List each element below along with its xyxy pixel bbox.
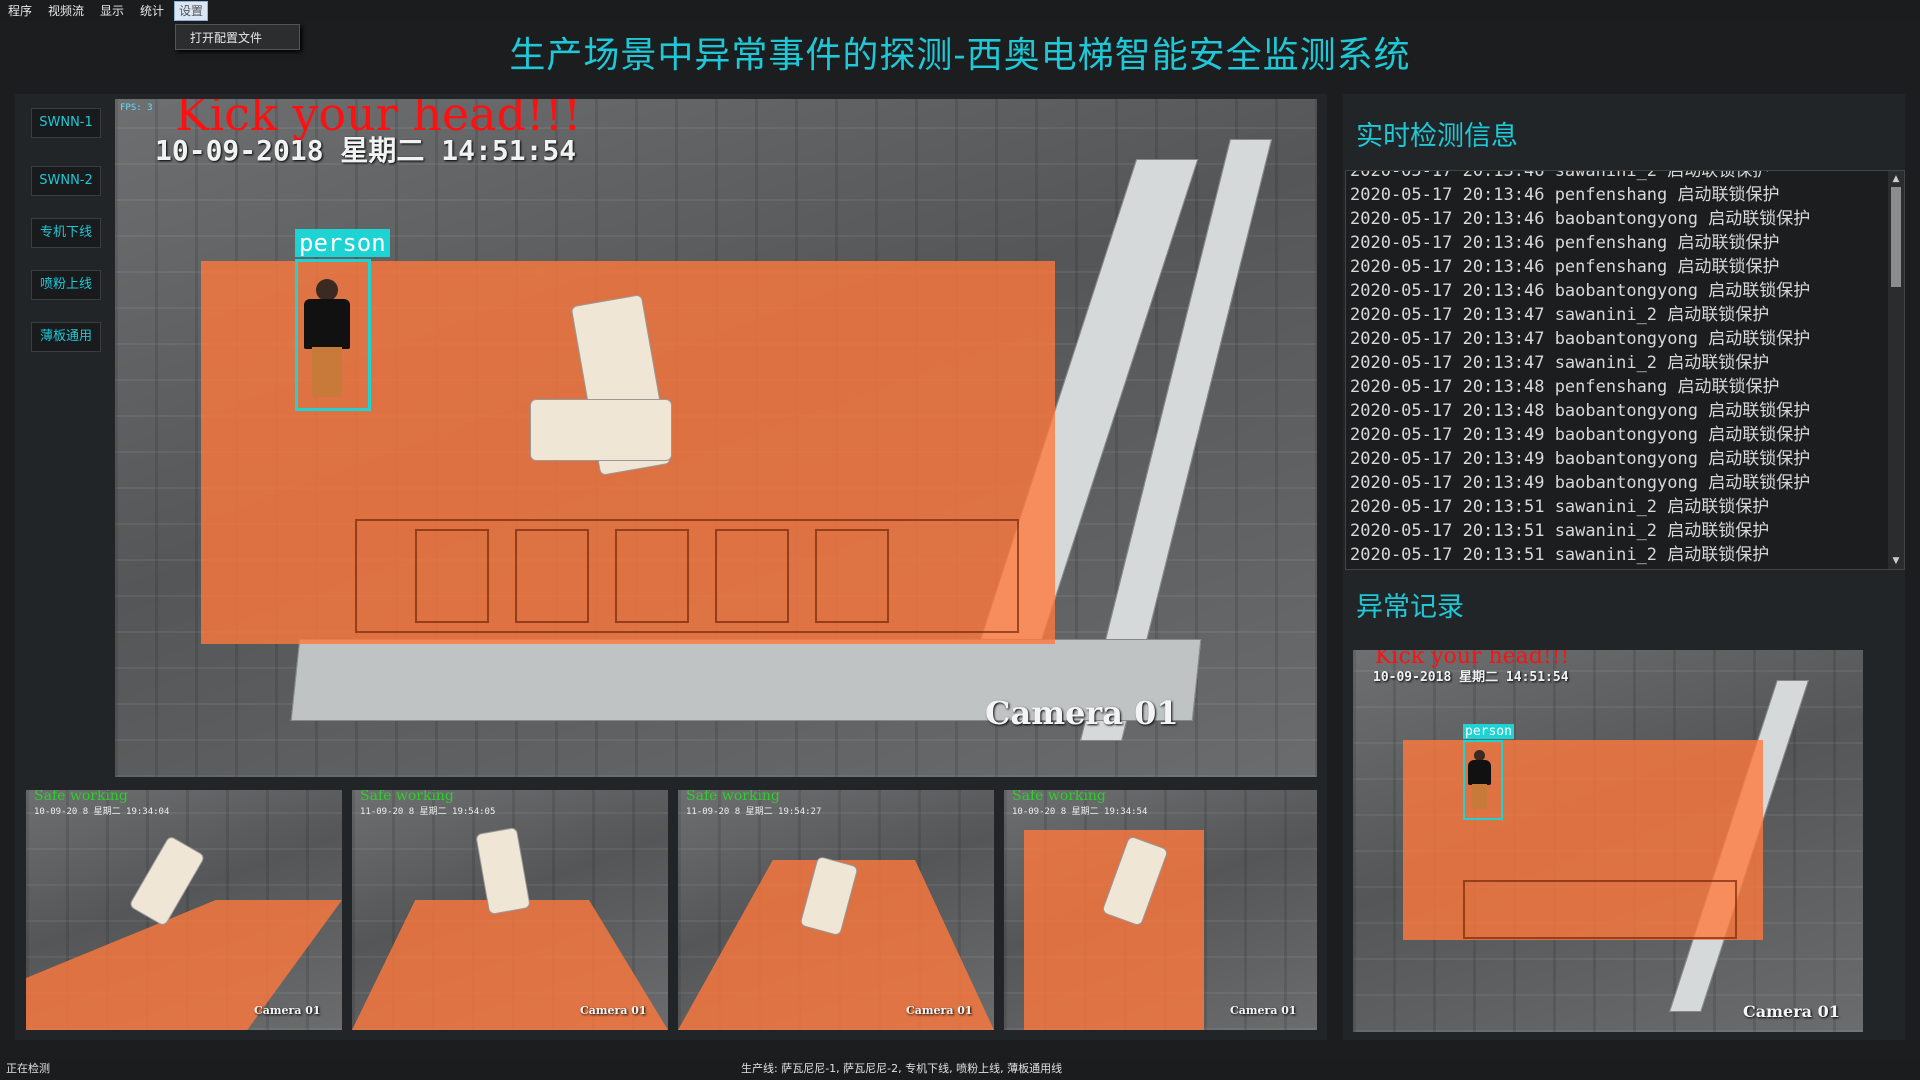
sidebar-button-special-offline[interactable]: 专机下线 [31,218,101,248]
thumbnail-feed-1[interactable]: Safe working 10-09-20 8 星期二 19:34:04 Cam… [26,790,342,1030]
rack-slot [815,529,889,623]
log-scrollbar[interactable]: ▲ ▼ [1888,171,1904,569]
log-entry: 2020-05-17 20:13:47 sawanini_2 启动联锁保护 [1350,353,1770,373]
realtime-info-title: 实时检测信息 [1356,121,1518,152]
sidebar-button-powder-online[interactable]: 喷粉上线 [31,270,101,300]
anomaly-snapshot[interactable]: person Kick your head!!! 10-09-2018 星期二 … [1353,650,1863,1032]
safe-status: Safe working [686,790,780,804]
menu-program[interactable]: 程序 [8,4,33,18]
log-entry: 2020-05-17 20:13:51 sawanini_2 启动联锁保护 [1350,545,1770,565]
realtime-log-list: 2020-05-17 20:13:46 sawanini_2 启动联锁保护 202… [1346,170,1886,567]
log-entry: 2020-05-17 20:13:46 baobantongyong 启动联锁保… [1350,281,1811,301]
alert-message: Kick your head!!! [175,99,582,141]
log-entry: 2020-05-17 20:13:49 baobantongyong 启动联锁保… [1350,473,1811,493]
log-entry: 2020-05-17 20:13:48 penfenshang 启动联锁保护 [1350,377,1780,397]
camera-timestamp: 10-09-2018 星期二 14:51:54 [155,134,577,167]
status-bar: 正在检测 生产线: 萨瓦尼尼-1, 萨瓦尼尼-2, 专机下线, 喷粉上线, 薄板… [0,1058,1920,1080]
thumbnail-timestamp: 10-09-20 8 星期二 19:34:04 [34,807,170,817]
app-title: 生产场景中异常事件的探测-西奥电梯智能安全监测系统 [509,35,1411,76]
detection-label: person [295,229,390,257]
thumbnail-timestamp: 11-09-20 8 星期二 19:54:27 [686,807,822,817]
sidebar-button-swnn-2[interactable]: SWNN-2 [31,166,101,196]
thumbnail-feed-3[interactable]: Safe working 11-09-20 8 星期二 19:54:27 Cam… [678,790,994,1030]
log-entry: 2020-05-17 20:13:51 sawanini_2 启动联锁保护 [1350,521,1770,541]
log-entry: 2020-05-17 20:13:46 penfenshang 启动联锁保护 [1350,185,1780,205]
camera-timestamp: 10-09-2018 星期二 14:51:54 [1373,670,1569,685]
sidebar-button-swnn-1[interactable]: SWNN-1 [31,108,101,138]
worker-figure [1465,750,1495,810]
danger-zone-overlay [1024,830,1204,1030]
fps-counter: FPS: 3 [120,103,153,113]
log-entry: 2020-05-17 20:13:49 baobantongyong 启动联锁保… [1350,449,1811,469]
scroll-up-icon[interactable]: ▲ [1892,174,1900,184]
log-entry: 2020-05-17 20:13:46 baobantongyong 启动联锁保… [1350,209,1811,229]
thumbnail-camera-label: Camera 01 [580,1004,647,1017]
detection-box [1463,740,1503,820]
worker-figure [298,279,358,399]
conveyor-rack [355,519,1019,633]
main-camera-feed[interactable]: person FPS: 3 Kick your head!!! 10-09-20… [115,99,1317,777]
safe-status: Safe working [360,790,454,804]
log-entry: 2020-05-17 20:13:47 sawanini_2 启动联锁保护 [1350,305,1770,325]
thumbnail-feed-2[interactable]: Safe working 11-09-20 8 星期二 19:54:05 Cam… [352,790,668,1030]
settings-dropdown: 打开配置文件 [175,24,300,50]
status-text: 正在检测 [6,1062,50,1075]
log-entry: 2020-05-17 20:13:47 baobantongyong 启动联锁保… [1350,329,1811,349]
conveyor-rack [1463,880,1737,939]
scroll-thumb[interactable] [1891,187,1901,287]
thumbnail-timestamp: 11-09-20 8 星期二 19:54:05 [360,807,496,817]
menu-video-stream[interactable]: 视频流 [48,4,85,18]
robot-base [530,399,672,461]
thumbnail-feed-4[interactable]: Safe working 10-09-20 8 星期二 19:34:54 Cam… [1004,790,1317,1030]
thumbnail-camera-label: Camera 01 [1230,1004,1297,1017]
detection-label: person [1463,724,1514,739]
rack-slot [715,529,789,623]
anomaly-record-title: 异常记录 [1356,592,1464,623]
thumbnail-camera-label: Camera 01 [254,1004,321,1017]
log-entry: 2020-05-17 20:13:46 sawanini_2 启动联锁保护 [1350,170,1770,181]
rack-slot [415,529,489,623]
log-entry: 2020-05-17 20:13:46 penfenshang 启动联锁保护 [1350,233,1780,253]
open-config-file-item[interactable]: 打开配置文件 [190,31,263,45]
scroll-down-icon[interactable]: ▼ [1892,556,1900,566]
realtime-log-box[interactable]: 2020-05-17 20:13:46 sawanini_2 启动联锁保护 202… [1345,170,1905,570]
log-entry: 2020-05-17 20:13:51 sawanini_2 启动联锁保护 [1350,497,1770,517]
production-lines-text: 生产线: 萨瓦尼尼-1, 萨瓦尼尼-2, 专机下线, 喷粉上线, 薄板通用线 [741,1062,1063,1075]
alert-message: Kick your head!!! [1375,650,1570,669]
rack-slot [515,529,589,623]
safe-status: Safe working [34,790,128,804]
menu-settings[interactable]: 设置 [174,1,209,21]
log-entry: 2020-05-17 20:13:49 baobantongyong 启动联锁保… [1350,425,1811,445]
menu-statistics[interactable]: 统计 [140,4,165,18]
camera-label: Camera 01 [1743,1002,1840,1021]
sidebar-button-sheet-general[interactable]: 薄板通用 [31,322,101,352]
rack-slot [615,529,689,623]
thumbnail-camera-label: Camera 01 [906,1004,973,1017]
safe-status: Safe working [1012,790,1106,804]
detection-box [295,259,371,411]
log-entry: 2020-05-17 20:13:48 baobantongyong 启动联锁保… [1350,401,1811,421]
menu-bar: 程序 视频流 显示 统计 设置 [0,0,1920,22]
thumbnail-timestamp: 10-09-20 8 星期二 19:34:54 [1012,807,1148,817]
menu-display[interactable]: 显示 [100,4,125,18]
camera-label: Camera 01 [985,694,1179,732]
log-entry: 2020-05-17 20:13:46 penfenshang 启动联锁保护 [1350,257,1780,277]
